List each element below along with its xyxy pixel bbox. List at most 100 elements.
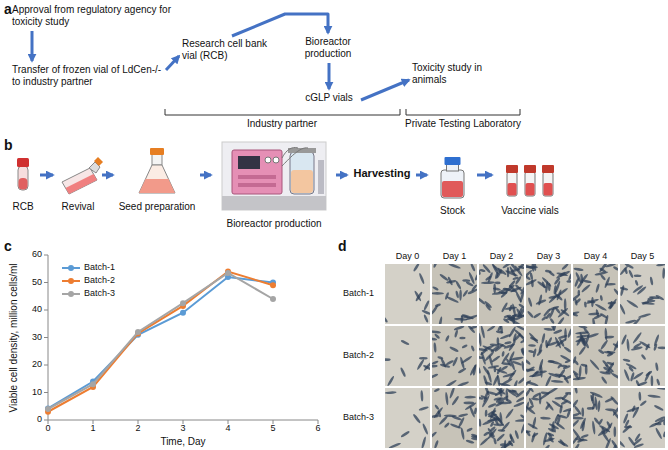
text-label: 0 bbox=[37, 414, 42, 425]
cell bbox=[466, 439, 475, 444]
cell bbox=[555, 338, 567, 348]
tube-line bbox=[282, 148, 308, 166]
vial-liquid bbox=[526, 183, 535, 196]
cell bbox=[579, 337, 586, 347]
cell bbox=[628, 269, 634, 278]
cell bbox=[453, 326, 464, 331]
cell bbox=[528, 350, 535, 354]
cell bbox=[501, 351, 505, 357]
text-label: 5 bbox=[270, 423, 275, 434]
cell bbox=[467, 326, 476, 334]
cell bbox=[620, 265, 629, 275]
cell bbox=[604, 397, 614, 403]
cell bbox=[536, 349, 543, 357]
label-text: Batch-2 bbox=[343, 350, 374, 360]
cell bbox=[564, 359, 571, 364]
control-unit bbox=[232, 150, 282, 194]
vial-cap bbox=[542, 165, 554, 173]
cell bbox=[589, 359, 600, 371]
screen bbox=[238, 156, 260, 169]
text-label: 2 bbox=[135, 423, 140, 434]
cell bbox=[581, 284, 591, 293]
text-label: Batch-2 bbox=[343, 350, 374, 361]
cell bbox=[495, 282, 501, 285]
data-line bbox=[48, 272, 273, 412]
label-text: a bbox=[4, 1, 12, 17]
vial-cap bbox=[524, 165, 536, 173]
cell bbox=[469, 364, 477, 376]
cell bbox=[526, 406, 536, 415]
cell bbox=[385, 315, 388, 323]
cell bbox=[483, 431, 490, 437]
data-line bbox=[48, 273, 273, 409]
cell bbox=[626, 299, 639, 309]
cell bbox=[518, 332, 524, 343]
cell bbox=[599, 267, 607, 273]
cell bbox=[647, 394, 660, 398]
cell bbox=[544, 444, 551, 448]
text-label: Batch-3 bbox=[343, 412, 374, 423]
label-text: 4 bbox=[225, 423, 230, 433]
cell bbox=[541, 281, 546, 288]
cell bbox=[599, 295, 603, 302]
flow-arrow bbox=[328, 63, 331, 89]
micrograph bbox=[432, 388, 477, 448]
cell bbox=[520, 422, 524, 434]
cell bbox=[434, 333, 440, 339]
cell bbox=[622, 424, 632, 433]
cell bbox=[526, 388, 534, 393]
cell bbox=[593, 314, 602, 320]
cell bbox=[434, 440, 439, 448]
cell bbox=[471, 435, 477, 439]
cell bbox=[532, 417, 537, 429]
tube-body bbox=[18, 166, 28, 190]
cell bbox=[448, 264, 461, 269]
cell bbox=[479, 366, 481, 374]
cell bbox=[528, 332, 539, 344]
cell bbox=[434, 303, 441, 308]
cell bbox=[549, 318, 555, 324]
cell bbox=[444, 422, 450, 429]
label-text: 1 bbox=[90, 423, 95, 433]
cell bbox=[606, 361, 614, 366]
cell bbox=[548, 359, 562, 365]
tube-liquid bbox=[19, 178, 28, 190]
cell bbox=[526, 379, 532, 386]
cell bbox=[579, 417, 587, 429]
micrograph bbox=[573, 388, 618, 448]
data-marker bbox=[45, 405, 51, 411]
cell bbox=[663, 431, 665, 438]
cell bbox=[505, 269, 519, 277]
cell bbox=[432, 286, 439, 291]
label-text: Day 2 bbox=[490, 251, 514, 261]
micrograph-ground bbox=[385, 326, 430, 386]
cell bbox=[621, 334, 628, 345]
cell bbox=[613, 266, 618, 272]
cell bbox=[500, 326, 504, 334]
cell bbox=[592, 421, 596, 435]
cell bbox=[497, 337, 500, 345]
cell bbox=[487, 272, 493, 283]
process-step: Stock bbox=[430, 155, 475, 217]
label-text: 0 bbox=[45, 423, 50, 433]
cell bbox=[450, 423, 462, 430]
cell bbox=[447, 276, 453, 286]
cell bbox=[573, 419, 580, 428]
flask-cap bbox=[94, 157, 103, 166]
data-line bbox=[48, 277, 273, 408]
cell bbox=[515, 276, 522, 285]
cell bbox=[513, 401, 524, 408]
label-text: 3 bbox=[180, 423, 185, 433]
cell bbox=[444, 379, 457, 386]
cell bbox=[604, 276, 611, 288]
text-label: 10 bbox=[32, 387, 42, 398]
micrograph bbox=[573, 264, 618, 324]
cell bbox=[554, 421, 565, 430]
cell bbox=[459, 337, 465, 340]
cell bbox=[438, 316, 443, 324]
cell bbox=[464, 396, 476, 399]
cell bbox=[420, 390, 423, 401]
cell bbox=[578, 365, 582, 379]
cell bbox=[505, 358, 512, 367]
tick-mark bbox=[44, 420, 48, 421]
